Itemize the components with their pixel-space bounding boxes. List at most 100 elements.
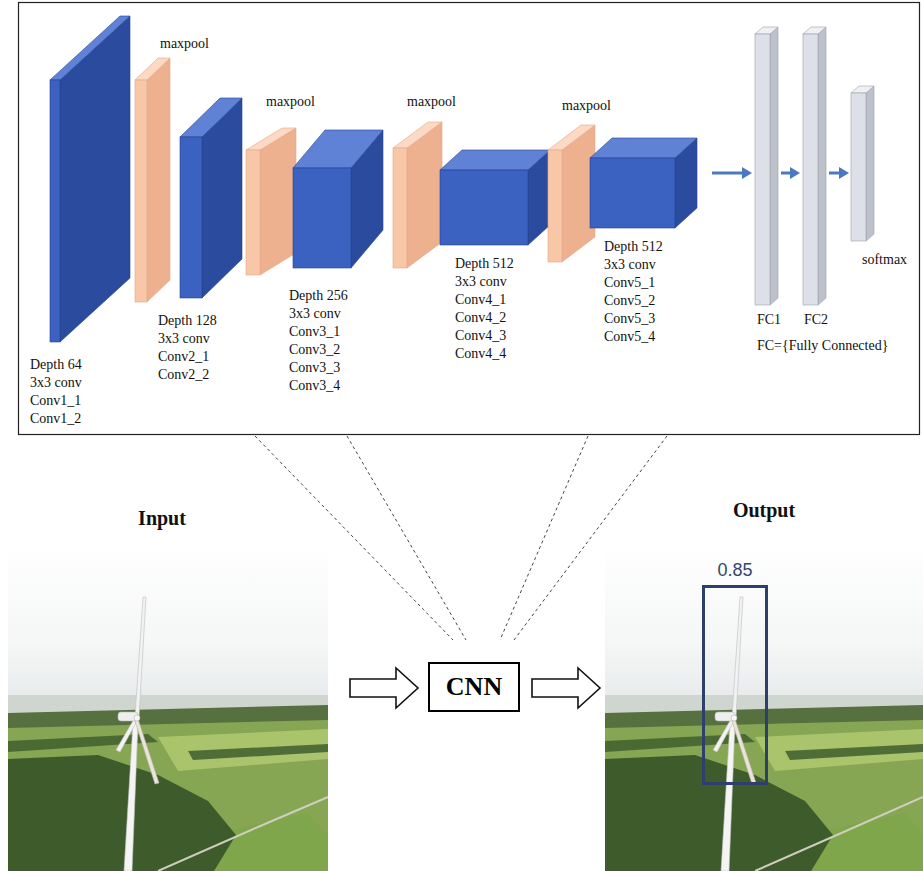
label-text: Conv2_1: [158, 348, 209, 366]
block-top: [803, 27, 826, 34]
text-wrap: maxpool: [562, 97, 611, 115]
label-text: Conv3_2: [289, 341, 340, 359]
road: [755, 797, 923, 871]
text-wrap: Conv4_3: [455, 327, 506, 345]
text-wrap: 3x3 conv: [289, 305, 341, 323]
text-wrap: Conv3_1: [289, 323, 340, 341]
block-front: [293, 168, 351, 268]
bounding-box: [704, 587, 767, 784]
block-side: [818, 27, 826, 305]
text-wrap: Conv2_2: [158, 366, 209, 384]
label-text: 3x3 conv: [455, 273, 507, 291]
text-wrap: Conv5_4: [604, 328, 655, 346]
block-front: [755, 34, 770, 305]
road: [158, 797, 328, 871]
label-text: Conv4_1: [455, 291, 506, 309]
block-side: [770, 27, 778, 305]
label-text: FC2: [804, 311, 828, 329]
turbine-tower: [124, 723, 138, 871]
text-wrap: Conv5_2: [604, 292, 655, 310]
arrow-head: [790, 167, 800, 179]
conv-block-shape: [50, 16, 130, 342]
conv-block: Depth 2563x3 convConv3_1Conv3_2Conv3_3Co…: [293, 130, 383, 268]
sky: [605, 545, 923, 725]
turbine-blade: [732, 719, 756, 784]
label-text: CNN: [446, 672, 502, 702]
text-wrap: 3x3 conv: [604, 256, 656, 274]
connector: [350, 668, 418, 708]
maxpool-slab-shape: [135, 58, 170, 302]
arrow-shaft: [829, 172, 839, 175]
turbine-blade: [732, 597, 743, 717]
connector: [781, 167, 800, 179]
treeline: [605, 705, 923, 728]
block-front: [180, 137, 202, 298]
photo-illustration: [605, 545, 923, 871]
text-wrap: Depth 512: [455, 255, 514, 273]
label-text: Conv3_4: [289, 377, 340, 395]
label-text: 3x3 conv: [604, 256, 656, 274]
arrow-shaft: [781, 172, 790, 175]
architecture-frame: [19, 3, 920, 435]
turbine-blade: [116, 719, 137, 752]
label-text: Depth 512: [455, 255, 514, 273]
label-text: softmax: [862, 251, 907, 269]
hollow-arrow: [532, 668, 600, 708]
conv-block-shape: [293, 130, 383, 268]
label-text: Depth 64: [30, 356, 82, 374]
block-front: [590, 158, 675, 228]
conv-block-shape: [180, 98, 242, 298]
maxpool-slab: maxpool: [246, 128, 296, 275]
block-top: [440, 150, 550, 170]
zoom-line: [500, 436, 588, 640]
detection-box: 0.85: [702, 585, 768, 785]
text-wrap: FC2: [804, 311, 828, 329]
block-top: [851, 86, 874, 93]
maxpool-slab-shape: [393, 122, 442, 268]
conv-block-shape: [590, 138, 697, 228]
text-wrap: 3x3 conv: [30, 374, 82, 392]
conv-block: Depth 5123x3 convConv4_1Conv4_2Conv4_3Co…: [440, 150, 550, 245]
connector: [712, 167, 752, 179]
label-text: Conv4_4: [455, 345, 506, 363]
text-wrap: Conv5_3: [604, 310, 655, 328]
connector: [532, 668, 600, 708]
hollow-arrow: [350, 668, 418, 708]
label-text: Conv2_2: [158, 366, 209, 384]
text-wrap: maxpool: [160, 35, 209, 53]
text-wrap: Depth 256: [289, 287, 348, 305]
connector: [829, 167, 849, 179]
arrow-head: [839, 167, 849, 179]
block-front: [851, 93, 866, 241]
zoom-line: [347, 436, 466, 640]
text-wrap: Conv2_1: [158, 348, 209, 366]
block-top: [548, 125, 595, 150]
block-top: [50, 16, 130, 80]
text-wrap: FC={Fully Connected}: [757, 337, 888, 355]
field: [8, 719, 328, 871]
tree-strip: [188, 744, 328, 760]
softmax-layer: softmax: [851, 86, 874, 241]
forest: [8, 755, 236, 871]
block-side: [147, 58, 170, 302]
text-wrap: FC1: [757, 311, 781, 329]
fc-layer-shape: [803, 27, 826, 305]
label-text: Conv3_1: [289, 323, 340, 341]
softmax-layer-shape: [851, 86, 874, 241]
label-text: FC={Fully Connected}: [757, 337, 888, 355]
text-wrap: Conv3_4: [289, 377, 340, 395]
turbine-blade: [713, 719, 734, 752]
label-text: 3x3 conv: [289, 305, 341, 323]
treeline: [8, 705, 328, 728]
conv-block: Depth 5123x3 convConv5_1Conv5_2Conv5_3Co…: [590, 138, 697, 228]
label-text: Conv5_2: [604, 292, 655, 310]
text-wrap: 3x3 conv: [158, 330, 210, 348]
label-text: Output: [733, 498, 795, 522]
field-patch: [755, 729, 923, 771]
label-text: 3x3 conv: [158, 330, 210, 348]
text-wrap: CNN: [446, 672, 502, 702]
block-front: [135, 80, 147, 302]
forest: [605, 755, 833, 871]
label-text: Conv5_4: [604, 328, 655, 346]
